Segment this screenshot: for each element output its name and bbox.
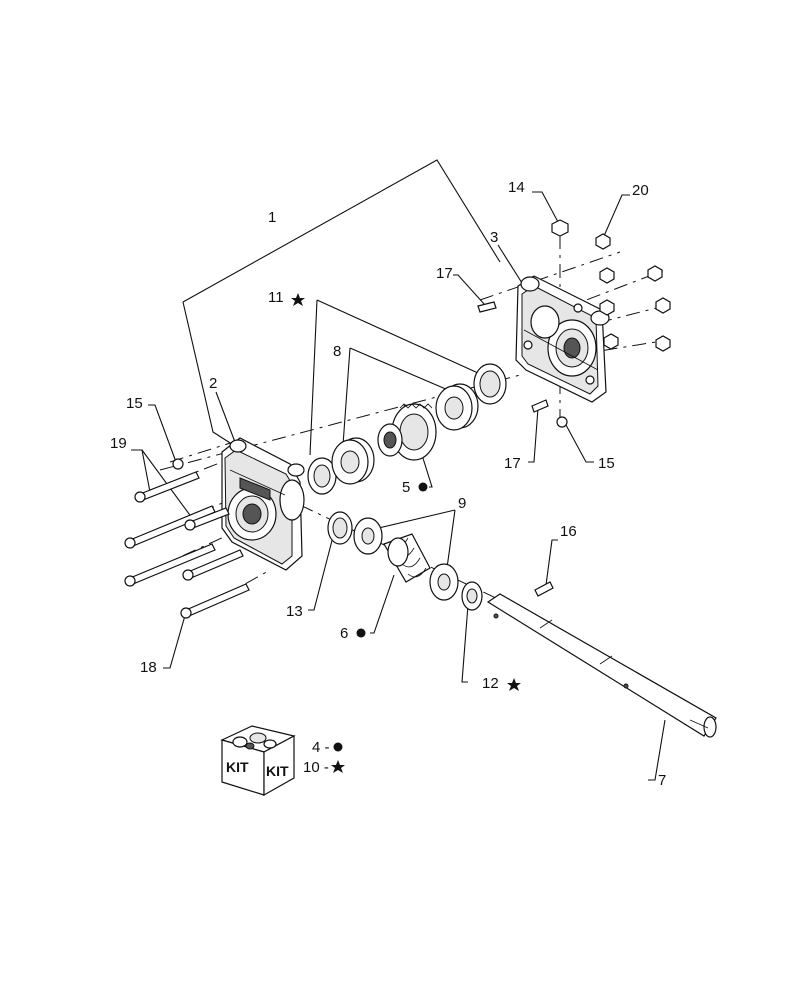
callout-labels: 1 2 3 5 6 7 8 9 11 12 13 14 15 15 16 17 … — [110, 179, 666, 789]
leader-lines — [131, 159, 666, 781]
bolt-19b — [124, 505, 216, 549]
callout-18: 18 — [140, 659, 157, 676]
callout-8: 8 — [333, 343, 341, 360]
marker-6-circle — [356, 628, 366, 638]
shaft — [486, 581, 717, 738]
kit-legend-star-icon — [331, 760, 345, 773]
kit-legend-circle-icon — [333, 742, 343, 752]
kit-legend-item-10: 10 - — [303, 759, 329, 776]
callout-17a: 17 — [436, 265, 453, 282]
kit-legend: 4 - 10 - — [303, 739, 345, 776]
marker-5-circle — [418, 482, 428, 492]
callout-1: 1 — [268, 209, 276, 226]
nuts-and-pins — [477, 219, 671, 428]
callout-15a: 15 — [126, 395, 143, 412]
callout-12: 12 — [482, 675, 499, 692]
callout-7: 7 — [658, 772, 666, 789]
bolt-18 — [180, 583, 250, 619]
kit-label-left: KIT — [226, 759, 249, 775]
callout-17b: 17 — [504, 455, 521, 472]
upper-shaft-parts — [307, 363, 507, 495]
callout-13: 13 — [286, 603, 303, 620]
callout-16: 16 — [560, 523, 577, 540]
bolt-19a — [134, 471, 200, 503]
callout-20: 20 — [632, 182, 649, 199]
callout-6: 6 — [340, 625, 348, 642]
callout-14: 14 — [508, 179, 525, 196]
marker-12-star — [507, 678, 521, 691]
callout-9: 9 — [458, 495, 466, 512]
callout-11: 11 — [268, 289, 284, 306]
callout-markers — [291, 293, 521, 691]
housing-half-right — [515, 275, 610, 403]
bolt-19e — [182, 549, 244, 581]
bolts — [124, 458, 250, 619]
callout-3: 3 — [490, 229, 498, 246]
callout-15b: 15 — [598, 455, 615, 472]
lower-shaft-parts — [327, 511, 483, 611]
callout-5: 5 — [402, 479, 410, 496]
bolt-19c — [184, 507, 230, 531]
kit-legend-item-4: 4 - — [312, 739, 330, 756]
bolt-19d — [124, 543, 216, 587]
callout-19: 19 — [110, 435, 127, 452]
housing-half-left — [221, 437, 305, 571]
marker-11-star — [291, 293, 305, 306]
kit-label-right: KIT — [266, 763, 289, 779]
callout-2: 2 — [209, 375, 217, 392]
kit-box: KIT KIT — [220, 725, 296, 797]
